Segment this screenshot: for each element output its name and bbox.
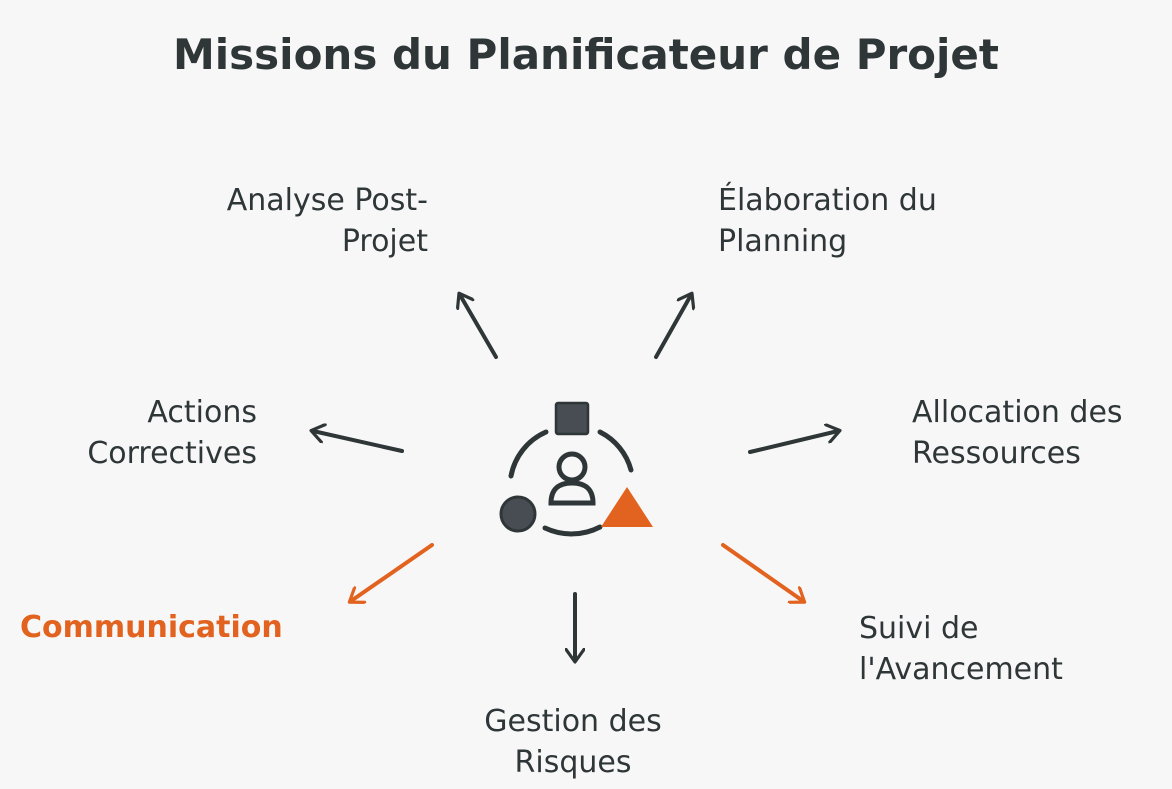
arrow-communication-icon bbox=[351, 543, 434, 601]
mission-label-line: l'Avancement bbox=[859, 652, 1063, 687]
project-planner-icon bbox=[499, 401, 653, 537]
mission-label-gestion: Gestion des Risques bbox=[423, 701, 723, 783]
square-icon bbox=[554, 401, 590, 436]
mission-label-line: Élaboration du bbox=[718, 183, 937, 218]
arrow-suivi-icon bbox=[721, 543, 803, 601]
mission-label-line: Allocation des bbox=[912, 395, 1123, 430]
mission-label-allocation: Allocation des Ressources bbox=[912, 392, 1123, 474]
ring-icon bbox=[508, 429, 634, 537]
mission-label-line: Analyse Post- bbox=[226, 183, 428, 218]
mission-label-line: Risques bbox=[514, 745, 632, 780]
mission-label-line: Communication bbox=[20, 610, 283, 645]
arrow-analyse-icon bbox=[460, 295, 498, 359]
mission-label-line: Gestion des bbox=[484, 704, 662, 739]
arrow-elaboration-icon bbox=[654, 295, 691, 359]
mission-label-line: Correctives bbox=[87, 436, 257, 471]
mission-label-actions: Actions Correctives bbox=[57, 392, 257, 474]
mission-label-line: Suivi de bbox=[859, 611, 979, 646]
person-icon bbox=[548, 451, 596, 506]
mission-label-elaboration: Élaboration du Planning bbox=[718, 180, 937, 262]
diagram-title: Missions du Planificateur de Projet bbox=[172, 30, 999, 79]
arrow-actions-icon bbox=[313, 431, 404, 453]
mission-label-line: Actions bbox=[147, 395, 257, 430]
circle-icon bbox=[499, 495, 537, 533]
arrow-allocation-icon bbox=[748, 431, 838, 454]
mission-label-line: Projet bbox=[341, 224, 428, 259]
triangle-icon bbox=[601, 487, 653, 527]
mission-label-suivi: Suivi de l'Avancement bbox=[859, 608, 1063, 690]
mission-label-line: Planning bbox=[718, 224, 848, 259]
mission-label-analyse: Analyse Post- Projet bbox=[130, 180, 428, 262]
mission-label-line: Ressources bbox=[912, 436, 1081, 471]
mission-label-communication: Communication bbox=[20, 607, 283, 648]
